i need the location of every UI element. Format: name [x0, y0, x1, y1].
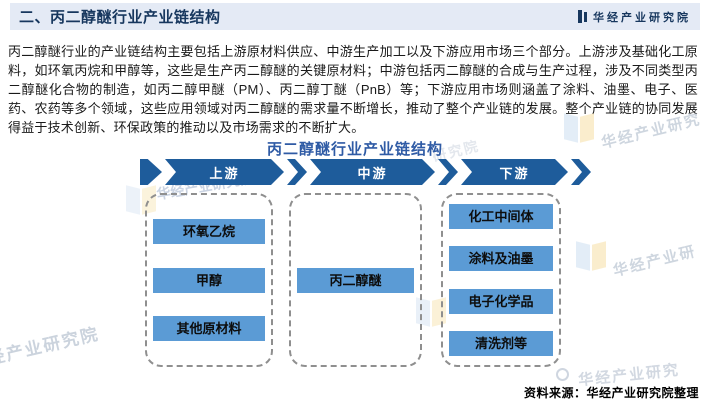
- brand-mark-icon: [584, 11, 587, 22]
- source-note: 资料来源：华经产业研究院整理: [523, 386, 699, 400]
- node-cleaning-agents: 清洗剂等: [449, 330, 553, 356]
- stage-arrow-downstream: 下游: [461, 159, 568, 185]
- header-band: 二、丙二醇醚行业产业链结构 华经产业研究院: [10, 3, 700, 30]
- node-propylene-glycol-ether: 丙二醇醚: [297, 267, 414, 293]
- watermark-text: 华经产业研: [611, 242, 699, 281]
- node-coatings-inks: 涂料及油墨: [449, 246, 553, 272]
- intro-paragraph: 丙二醇醚行业的产业链结构主要包括上游原材料供应、中游生产加工以及下游应用市场三个…: [8, 44, 698, 135]
- stage-arrow-row: 上游 中游 下游: [140, 159, 595, 185]
- stage-container-downstream: 化工中间体 涂料及油墨 电子化学品 清洗剂等: [441, 193, 561, 367]
- chevron-icon: [571, 159, 591, 185]
- brand-name: 华经产业研究院: [593, 11, 691, 24]
- chevron-icon: [287, 159, 307, 185]
- node-electronic-chemicals: 电子化学品: [449, 288, 553, 314]
- stage-container-upstream: 环氧乙烷 甲醇 其他原材料: [145, 193, 273, 367]
- diagram-title: 丙二醇醚行业产业链结构: [266, 141, 443, 158]
- node-ethylene-oxide: 环氧乙烷: [153, 218, 265, 244]
- chevron-icon: [140, 159, 162, 185]
- stage-arrow-upstream: 上游: [165, 159, 284, 185]
- brand-logo: 华经产业研究院: [578, 9, 691, 25]
- page-title: 二、丙二醇醚行业产业链结构: [19, 9, 221, 26]
- watermark-text: 经产业研究院: [0, 324, 102, 369]
- stage-container-midstream: 丙二醇醚: [289, 193, 422, 367]
- watermark-camera-icon: [556, 368, 569, 381]
- chevron-icon: [438, 159, 458, 185]
- node-methanol: 甲醇: [153, 267, 265, 293]
- brand-mark-icon: [578, 10, 582, 23]
- watermark-book-icon: [576, 240, 610, 274]
- stage-arrow-midstream: 中游: [310, 159, 435, 185]
- node-chemical-intermediates: 化工中间体: [449, 204, 553, 229]
- node-other-raw-materials: 其他原材料: [153, 316, 265, 342]
